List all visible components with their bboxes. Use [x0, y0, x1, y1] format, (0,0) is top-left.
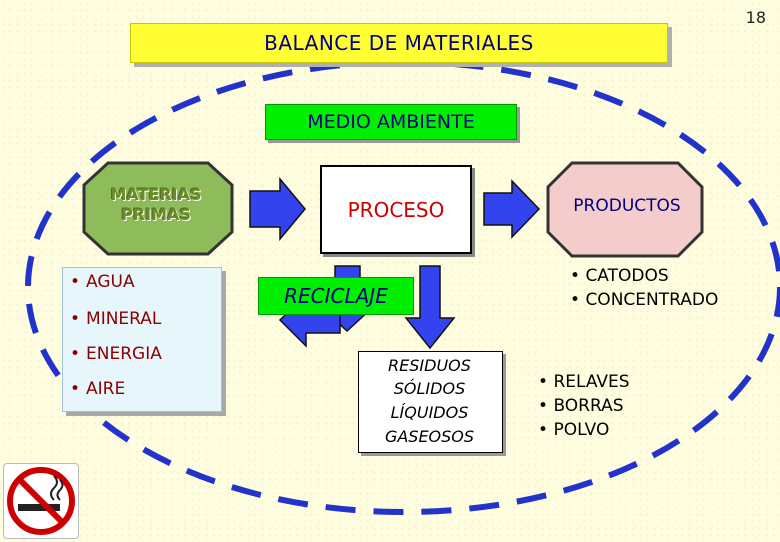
input-item-agua: •AGUA [70, 272, 135, 292]
waste-item-polvo: • POLVO [538, 420, 610, 440]
residuos-box [358, 351, 503, 453]
diagram-title: BALANCE DE MATERIALES [130, 23, 668, 63]
no-smoking-icon-graphic [7, 467, 75, 535]
arrow-materias-to-proceso [249, 176, 306, 242]
materias-primas-label: MATERIAS PRIMAS [86, 171, 226, 239]
no-smoking-icon [3, 463, 79, 539]
product-item-catodos: • CATODOS [570, 266, 669, 286]
residuos-line-4: GASEOSOS [384, 427, 475, 446]
residuos-line-1: RESIDUOS [388, 356, 471, 375]
environment-label: MEDIO AMBIENTE [265, 104, 517, 140]
arrow-proceso-to-productos [483, 179, 541, 239]
input-item-mineral: •MINERAL [70, 309, 162, 329]
inputs-panel [62, 267, 222, 412]
residuos-line-2: SÓLIDOS [393, 379, 466, 398]
productos-label: PRODUCTOS [573, 196, 681, 216]
proceso-label: PROCESO [347, 197, 445, 222]
materias-line-2: PRIMAS [121, 205, 191, 224]
page-number: 18 [745, 8, 766, 27]
reciclaje-label: RECICLAJE [258, 277, 414, 315]
waste-item-borras: • BORRAS [538, 396, 624, 416]
waste-item-relaves: • RELAVES [538, 372, 630, 392]
residuos-line-3: LÍQUIDOS [390, 403, 469, 422]
materias-primas-shape [82, 161, 234, 256]
proceso-box [320, 165, 472, 254]
arrow-proceso-to-residuos [404, 265, 456, 350]
input-item-aire: •AIRE [70, 379, 126, 399]
input-item-energia: •ENERGIA [70, 344, 162, 364]
product-item-concentrado: • CONCENTRADO [570, 290, 719, 310]
materias-line-1: MATERIAS [110, 185, 202, 204]
productos-shape [546, 161, 704, 258]
